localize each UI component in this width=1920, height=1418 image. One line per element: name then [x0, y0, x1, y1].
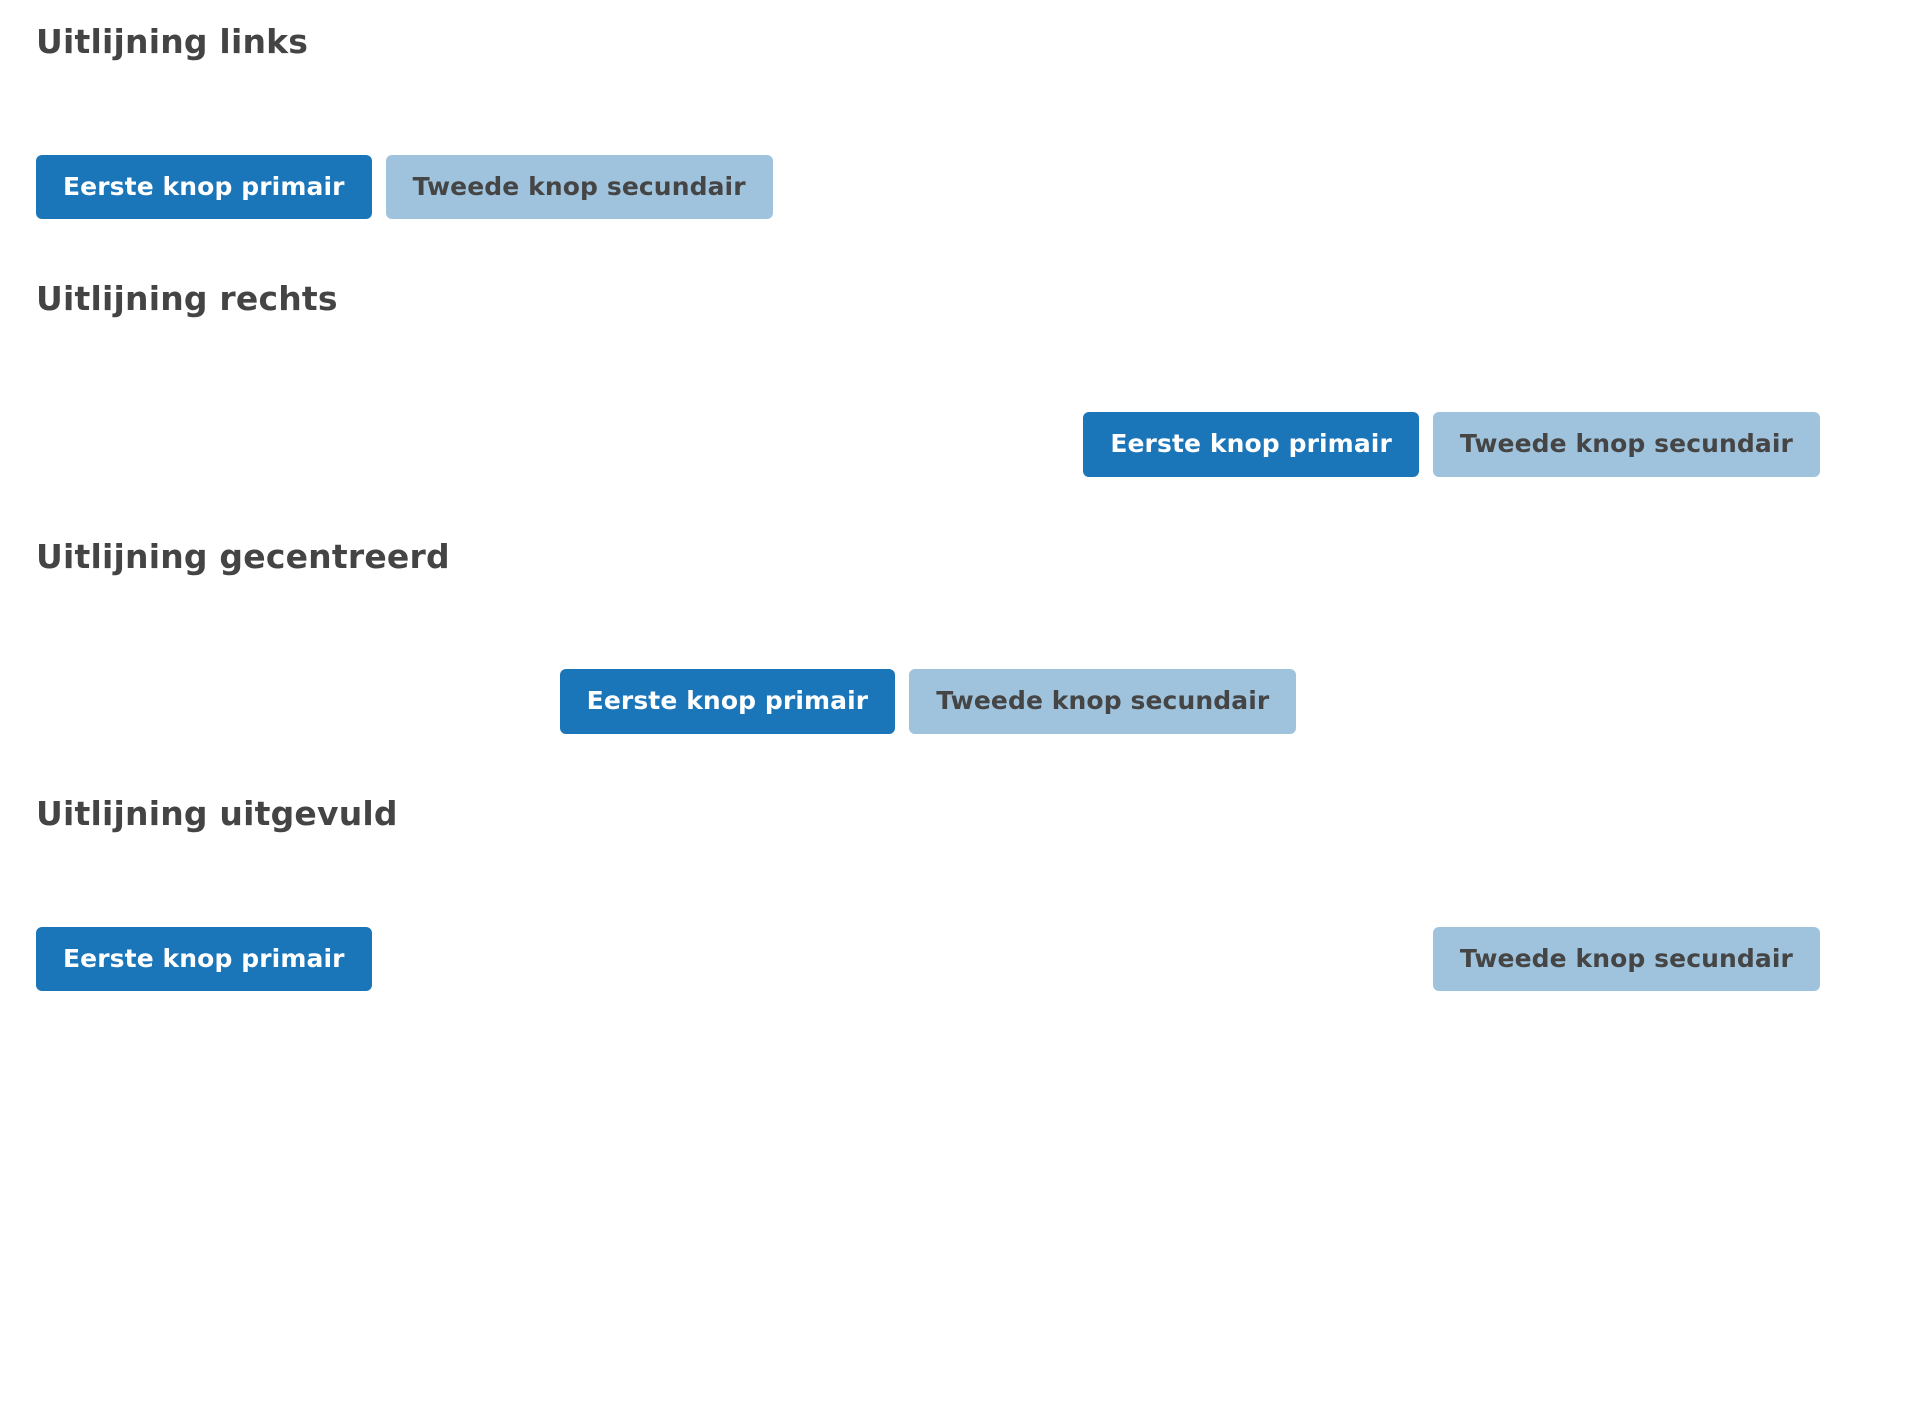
- primary-button-left[interactable]: Eerste knop primair: [36, 154, 372, 220]
- section-alignment-center: Uitlijning gecentreerd Eerste knop prima…: [36, 477, 1820, 735]
- section-alignment-right: Uitlijning rechts Eerste knop primair Tw…: [36, 219, 1820, 477]
- section-alignment-justified: Uitlijning uitgevuld Eerste knop primair…: [36, 734, 1820, 992]
- section-title-justified: Uitlijning uitgevuld: [36, 794, 398, 834]
- secondary-button-center[interactable]: Tweede knop secundair: [909, 669, 1297, 735]
- section-title-center: Uitlijning gecentreerd: [36, 536, 450, 576]
- secondary-button-right[interactable]: Tweede knop secundair: [1432, 411, 1820, 477]
- secondary-button-justified[interactable]: Tweede knop secundair: [1432, 926, 1820, 992]
- button-row-left: Eerste knop primair Tweede knop secundai…: [36, 154, 1820, 220]
- section-alignment-left: Uitlijning links Eerste knop primair Twe…: [36, 0, 1820, 220]
- button-row-right: Eerste knop primair Tweede knop secundai…: [36, 411, 1820, 477]
- primary-button-right[interactable]: Eerste knop primair: [1083, 411, 1419, 477]
- section-title-right: Uitlijning rechts: [36, 279, 338, 319]
- button-row-justified: Eerste knop primair Tweede knop secundai…: [36, 926, 1820, 992]
- secondary-button-left[interactable]: Tweede knop secundair: [385, 154, 773, 220]
- primary-button-justified[interactable]: Eerste knop primair: [36, 926, 372, 992]
- section-title-left: Uitlijning links: [36, 22, 309, 61]
- primary-button-center[interactable]: Eerste knop primair: [559, 669, 896, 735]
- button-row-center: Eerste knop primair Tweede knop secundai…: [36, 669, 1820, 735]
